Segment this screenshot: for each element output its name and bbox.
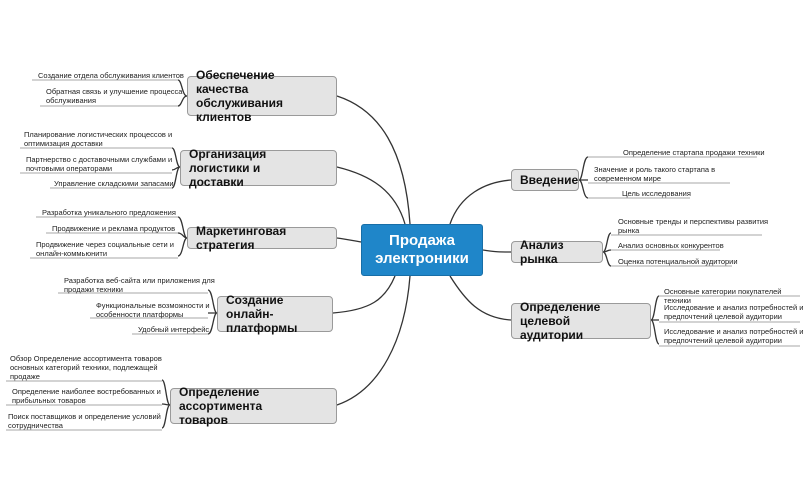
subtopic-audience-research[interactable]: Исследование и анализ потребностей и пре… bbox=[664, 303, 804, 321]
subtopic-startup-definition[interactable]: Определение стартапа продажи техники bbox=[623, 148, 765, 157]
subtopic-research-goal[interactable]: Цель исследования bbox=[622, 189, 691, 198]
subtopic-bestsellers[interactable]: Определение наиболее востребованных и пр… bbox=[12, 387, 161, 405]
topic-market-analysis[interactable]: Анализ рынка bbox=[511, 238, 603, 266]
topic-label: Маркетинговая стратегия bbox=[196, 224, 287, 252]
subtopic-social-media[interactable]: Продвижение через социальные сети и онла… bbox=[36, 240, 174, 258]
subtopic-buyer-categories[interactable]: Основные категории покупателей техники bbox=[664, 287, 782, 305]
connector-assortment bbox=[336, 275, 411, 406]
subtopic-competitors[interactable]: Анализ основных конкурентов bbox=[618, 241, 724, 250]
bracket-assortment bbox=[161, 379, 171, 429]
topic-label: Создание онлайн- платформы bbox=[226, 293, 298, 335]
subtopic-startup-role[interactable]: Значение и роль такого стартапа в соврем… bbox=[594, 165, 716, 183]
subtopic-warehouse[interactable]: Управление складскими запасами bbox=[54, 179, 174, 188]
topic-introduction[interactable]: Введение bbox=[511, 169, 579, 191]
bracket-market bbox=[602, 232, 612, 267]
subtopic-audience-estimate[interactable]: Оценка потенциальной аудитории bbox=[618, 257, 738, 266]
connector-intro bbox=[449, 179, 512, 225]
topic-assortment[interactable]: Определение ассортимента товаров bbox=[170, 385, 337, 427]
subtopic-platform-features[interactable]: Функциональные возможности и особенности… bbox=[96, 301, 210, 319]
subtopic-assortment-overview[interactable]: Обзор Определение ассортимента товаров о… bbox=[10, 354, 162, 381]
topic-service-quality[interactable]: Обеспечение качества обслуживания клиент… bbox=[187, 68, 337, 124]
topic-label: Анализ рынка bbox=[520, 238, 564, 266]
bracket-marketing bbox=[177, 216, 188, 257]
topic-label: Определение целевой аудитории bbox=[520, 300, 601, 342]
connector-platform bbox=[332, 275, 396, 314]
subtopic-suppliers[interactable]: Поиск поставщиков и определение условий … bbox=[8, 412, 161, 430]
connector-service bbox=[336, 95, 411, 225]
central-topic-label: Продажа электроники bbox=[375, 232, 469, 267]
subtopic-interface[interactable]: Удобный интерфейс bbox=[138, 325, 210, 334]
topic-label: Обеспечение качества обслуживания клиент… bbox=[196, 68, 283, 124]
topic-target-audience[interactable]: Определение целевой аудитории bbox=[511, 300, 651, 342]
topic-online-platform[interactable]: Создание онлайн- платформы bbox=[217, 293, 333, 335]
subtopic-unique-offer[interactable]: Разработка уникального предложения bbox=[42, 208, 176, 217]
bracket-audience bbox=[650, 295, 660, 345]
topic-label: Введение bbox=[520, 173, 579, 187]
bracket-logistics bbox=[171, 147, 181, 189]
subtopic-audience-research-2[interactable]: Исследование и анализ потребностей и пре… bbox=[664, 327, 804, 345]
subtopic-market-trends[interactable]: Основные тренды и перспективы развития р… bbox=[618, 217, 769, 235]
connector-market bbox=[482, 249, 512, 253]
subtopic-feedback[interactable]: Обратная связь и улучшение процесса обсл… bbox=[46, 87, 183, 105]
topic-label: Определение ассортимента товаров bbox=[179, 385, 263, 427]
topic-marketing[interactable]: Маркетинговая стратегия bbox=[187, 224, 337, 252]
connector-logistics bbox=[336, 166, 406, 225]
subtopic-logistics-planning[interactable]: Планирование логистических процессов и о… bbox=[24, 130, 173, 148]
topic-logistics[interactable]: Организация логистики и доставки bbox=[180, 147, 337, 189]
bracket-intro bbox=[578, 156, 589, 199]
bracket-service bbox=[177, 79, 188, 107]
topic-label: Организация логистики и доставки bbox=[189, 147, 267, 189]
subtopic-promotion[interactable]: Продвижение и реклама продуктов bbox=[52, 224, 176, 233]
subtopic-customer-service-dept[interactable]: Создание отдела обслуживания клиентов bbox=[38, 71, 184, 80]
subtopic-website-app[interactable]: Разработка веб-сайта или приложения для … bbox=[64, 276, 215, 294]
connector-marketing bbox=[336, 237, 362, 243]
central-topic[interactable]: Продажа электроники bbox=[361, 224, 483, 276]
bracket-platform bbox=[207, 289, 218, 335]
connector-audience bbox=[449, 275, 512, 321]
subtopic-delivery-partners[interactable]: Партнерство с доставочными службами и по… bbox=[26, 155, 173, 173]
